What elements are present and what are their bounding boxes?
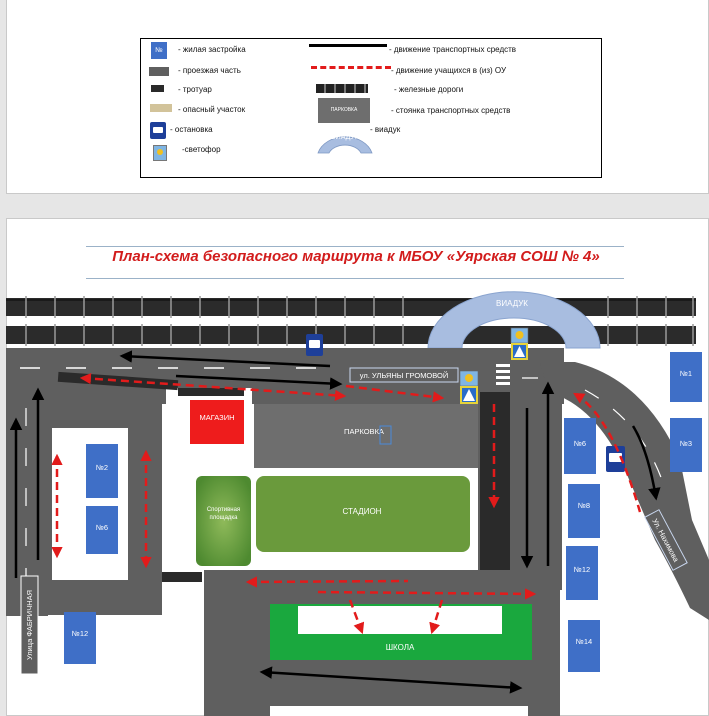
shop-label: МАГАЗИН: [199, 413, 234, 422]
legend-parking-label: - стоянка транспортных средств: [391, 106, 511, 115]
railway-legend-icon: [316, 84, 368, 93]
viaduct-legend-icon: ВИАДУК: [317, 134, 373, 154]
bus-stop-legend-icon: [150, 122, 166, 139]
railway-top: [6, 298, 696, 316]
railway-ties: [25, 296, 694, 346]
house-3: [670, 418, 702, 472]
house-1-label: №1: [680, 369, 692, 378]
house-2-label: №2: [96, 463, 108, 472]
house-1: [670, 352, 702, 402]
parking: [254, 404, 478, 468]
houses: [64, 352, 702, 672]
traffic-light-icon: [459, 370, 479, 387]
house-8: [568, 484, 600, 538]
house-12-right-label: №12: [574, 565, 590, 574]
street-gromovoy-box: [349, 367, 459, 383]
legend-light-label: -светофор: [182, 145, 221, 154]
school-label: ШКОЛА: [386, 643, 415, 652]
house-6-left: [86, 506, 118, 554]
house-2: [86, 444, 118, 498]
danger-legend-icon: [150, 104, 172, 112]
shop: [190, 400, 244, 444]
street-fabrichnaya-box: [20, 575, 39, 675]
zebra-crossing: [496, 364, 510, 385]
sidewalk-top-mid: [178, 388, 244, 396]
street-fabrichnaya-label: Улица ФАБРИЧНАЯ: [25, 590, 34, 660]
bus-stop-icon: [306, 334, 323, 356]
map-title: План-схема безопасного маршрута к МБОУ «…: [112, 248, 600, 265]
traffic-legend-line: [309, 44, 387, 47]
bus-stop-icon: [606, 446, 625, 472]
house-6-right: [564, 418, 596, 474]
road-marking-right: [522, 377, 663, 481]
stadium-label: СТАДИОН: [343, 507, 382, 516]
student-routes: [51, 373, 642, 635]
legend-traffic-label: - движение транспортных средств: [389, 45, 517, 54]
house-3-label: №3: [680, 439, 692, 448]
legend-sidewalk-label: - тротуар: [178, 85, 212, 94]
road-legend-icon: [149, 67, 169, 76]
parking-legend-icon: ПАРКОВКА: [318, 98, 370, 123]
title-rule-bottom: [86, 278, 624, 279]
crossing-sign-icon: [460, 386, 478, 404]
viaduct-legend-text: ВИАДУК: [331, 134, 360, 141]
parking-label: ПАРКОВКА: [344, 427, 384, 436]
house-12-right: [566, 546, 598, 600]
school-yard: [298, 606, 502, 634]
sidewalk-legend-icon: [151, 85, 164, 92]
traffic-light-legend-icon: [153, 145, 167, 161]
house-12-left: [64, 612, 96, 664]
house-6-left-label: №6: [96, 523, 108, 532]
title-rule-top: [86, 246, 624, 247]
students-legend-line: [311, 66, 391, 69]
parking-slot: [379, 425, 392, 445]
viaduct-label: ВИАДУК: [496, 299, 528, 308]
house-legend-icon: №: [151, 42, 167, 59]
viaduct: [427, 291, 601, 349]
legend-stop-label: - остановка: [170, 125, 213, 134]
legend-viaduct-label: - виадук: [370, 125, 401, 134]
traffic-light-icon: [510, 327, 529, 344]
house-8-label: №8: [578, 501, 590, 510]
crossing-sign-icon: [511, 343, 528, 360]
legend: № - жилая застройка - проезжая часть - т…: [140, 38, 602, 178]
legend-road-label: - проезжая часть: [178, 66, 241, 75]
house-14: [568, 620, 600, 672]
house-12-left-label: №12: [72, 629, 88, 638]
street-gromovoy-label: ул. УЛЬЯНЫ ГРОМОВОЙ: [360, 371, 449, 380]
legend-students-label: - движение учащихся в (из) ОУ: [391, 66, 507, 75]
house-14-label: №14: [576, 637, 592, 646]
stadium: [256, 476, 470, 552]
sports-ground-label: Спортивная площадка: [206, 507, 241, 521]
sports-ground: [196, 476, 251, 566]
legend-house-label: - жилая застройка: [178, 45, 246, 54]
block-bottom: [270, 706, 528, 716]
legend-danger-label: - опасный участок: [178, 105, 246, 114]
sidewalk-bottom: [162, 572, 202, 582]
house-6-right-label: №6: [574, 439, 586, 448]
legend-railway-label: - железные дороги: [394, 85, 464, 94]
